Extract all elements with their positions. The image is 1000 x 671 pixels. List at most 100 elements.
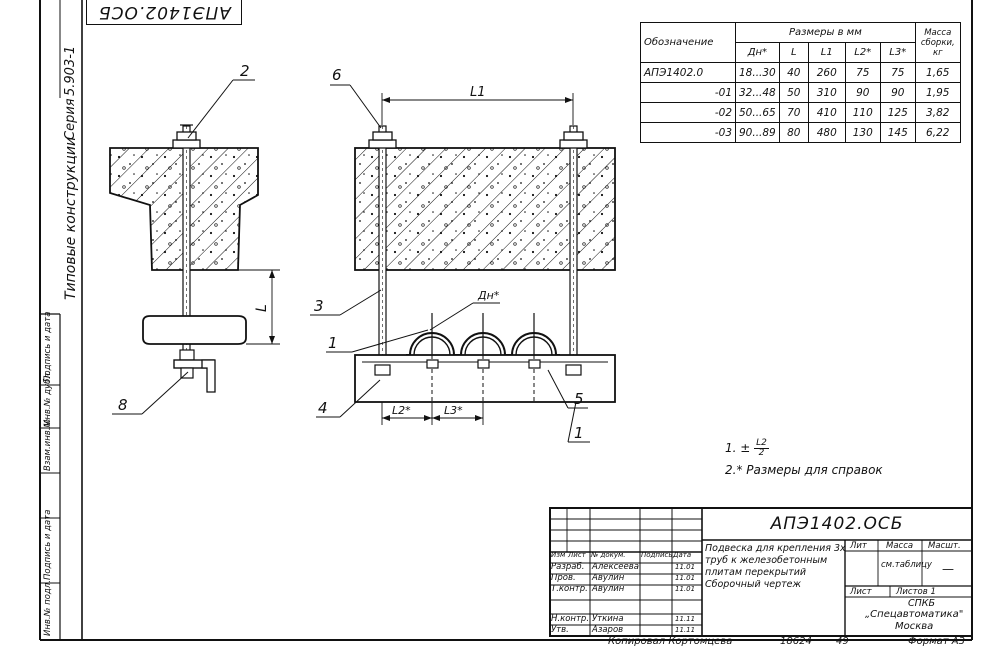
sheet-frame [39, 0, 973, 641]
margin-label-dup-inv: Инв.№ дубл. [43, 370, 53, 426]
pipe-side [142, 315, 247, 345]
cell-l2: 75 [844, 62, 881, 83]
head-col-date: Дата [673, 551, 692, 559]
callout-5: 5 [574, 390, 584, 408]
table-header-row: Обозначение Размеры в мм Масса сборки, к… [640, 22, 961, 63]
table-row: -03 90...89 80 480 130 145 6,22 [640, 122, 961, 143]
callout-1-top: 1 [328, 334, 338, 352]
callout-dn: Дн* [477, 289, 500, 302]
role-checker: Пров. [551, 573, 576, 583]
cell-l1: 480 [807, 122, 846, 143]
cell-l1: 310 [807, 82, 846, 103]
cell-l: 40 [778, 62, 809, 83]
archive-number: 18624 [780, 636, 812, 647]
cell-l: 70 [778, 102, 809, 123]
name-developer: Алексеева [592, 562, 639, 572]
cell-designation: -02 [640, 102, 736, 123]
note-1: 1. ± L2 2 [725, 437, 883, 459]
name-norm-control: Уткина [592, 614, 624, 624]
table-row: -01 32...48 50 310 90 90 1,95 [640, 82, 961, 103]
name-approved: Азаров [592, 625, 624, 635]
table-row: -02 50...65 70 410 110 125 3,82 [640, 102, 961, 123]
name-tech-control: Авулин [592, 584, 625, 594]
cell-designation: -01 [640, 82, 736, 103]
cell-l3: 90 [879, 82, 916, 103]
date-tech-control: 11.01 [675, 585, 696, 593]
header-col-l3: L3* [879, 42, 916, 63]
page-number: 49 [836, 636, 849, 647]
margin-label-inv-orig: Инв.№ подл. [43, 580, 53, 636]
header-col-l1: L1 [807, 42, 846, 63]
rotated-designation-stamp: АПЭ1402.ОСБ [86, 0, 242, 25]
cell-dn: 18...30 [735, 62, 780, 83]
callout-3: 3 [314, 297, 324, 315]
callout-1-bottom: 1 [574, 424, 584, 442]
cell-l3: 75 [879, 62, 916, 83]
note-1-pm: ± [740, 441, 751, 455]
cell-l: 80 [778, 122, 809, 143]
date-checker: 11.01 [675, 574, 696, 582]
note-2: 2.* Размеры для справок [725, 463, 883, 477]
head-col-doc: № докум. [591, 551, 626, 559]
cell-designation: АПЭ1402.0 [640, 62, 736, 83]
cell-l1: 410 [807, 102, 846, 123]
header-dimensions: Размеры в мм [735, 22, 916, 43]
header-designation: Обозначение [640, 22, 736, 63]
dim-label-l3: L3* [444, 404, 463, 417]
callout-8: 8 [118, 396, 128, 414]
name-checker: Авулин [592, 573, 625, 583]
cell-l1: 260 [807, 62, 846, 83]
cell-l: 50 [778, 82, 809, 103]
cell-mass: 1,95 [914, 82, 961, 103]
role-approved: Утв. [551, 625, 569, 635]
fraction-numerator: L2 [754, 438, 769, 449]
dimensions-table: Обозначение Размеры в мм Масса сборки, к… [640, 22, 961, 143]
side-view [109, 79, 280, 415]
paper-format: Формат А3 [908, 636, 965, 647]
callout-6: 6 [332, 66, 342, 84]
table-row: АПЭ1402.0 18...30 40 260 75 75 1,65 [640, 62, 961, 83]
org-line-2: „Спецавтоматика" [865, 609, 964, 620]
dim-label-l2: L2* [392, 404, 411, 417]
title-block-code: АПЭ1402.ОСБ [770, 514, 904, 534]
mass-value: см.таблицу [881, 560, 932, 570]
callout-4: 4 [318, 399, 328, 417]
cell-l2: 110 [844, 102, 881, 123]
note-1-number: 1. [725, 441, 737, 455]
typical-constructions: Типовые конструкции [63, 136, 79, 300]
title-block-description: Подвеска для крепления 3х труб к железоб… [705, 543, 846, 590]
header-mass: Масса сборки, кг [914, 22, 961, 63]
callout-2: 2 [240, 62, 250, 80]
head-col-list: Лист [568, 551, 586, 559]
series-number: 5.903-1 [63, 45, 78, 96]
dim-label-l: L [254, 304, 270, 312]
role-norm-control: Н.контр. [551, 614, 590, 624]
notes: 1. ± L2 2 2.* Размеры для справок [725, 437, 883, 481]
head-col-sign: Подпись [641, 551, 673, 559]
front-view [310, 84, 616, 443]
cell-dn: 90...89 [735, 122, 780, 143]
date-norm-control: 11.11 [675, 615, 696, 623]
title-block: АПЭ1402.ОСБ Подвеска для крепления 3х тр… [550, 508, 972, 635]
mass-label: Масса [886, 541, 914, 551]
cell-l3: 125 [879, 102, 916, 123]
table-subheader-row: Дн* L L1 L2* L3* [641, 42, 961, 63]
scale-label: Масшт. [928, 541, 961, 551]
cell-l2: 130 [844, 122, 881, 143]
cell-l3: 145 [879, 122, 916, 143]
cell-mass: 6,22 [914, 122, 961, 143]
lit-label: Лит [850, 541, 867, 551]
note-1-fraction: L2 2 [754, 439, 769, 458]
cell-l2: 90 [844, 82, 881, 103]
sheet-label: Лист [850, 587, 872, 597]
cell-mass: 3,82 [914, 102, 961, 123]
margin-label-sign-date-2: Подпись и дата [43, 509, 53, 580]
fraction-denominator: 2 [758, 448, 765, 458]
header-col-l2: L2* [844, 42, 881, 63]
date-approved: 11.11 [675, 626, 696, 634]
head-col-izm: Изм [551, 551, 566, 559]
dim-label-l1: L1 [470, 85, 486, 100]
scale-value: — [942, 562, 954, 576]
org-line-3: Москва [895, 621, 934, 632]
role-tech-control: Т.контр. [551, 584, 588, 594]
